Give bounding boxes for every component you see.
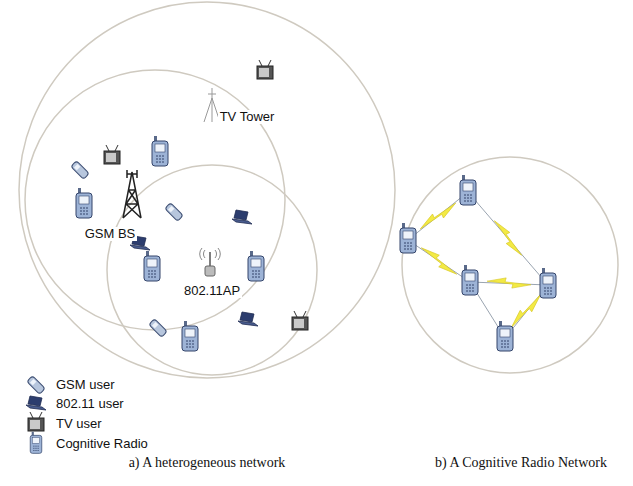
subfigure-caption: a) A heterogeneous network bbox=[129, 455, 286, 471]
cognitive-radio-icon bbox=[462, 265, 478, 295]
tower-label: TV Tower bbox=[218, 110, 277, 125]
gsm-user-icon bbox=[71, 161, 89, 179]
radio-links bbox=[408, 192, 548, 338]
cognitive-radio-icon bbox=[497, 321, 513, 351]
cognitive-radio-icon bbox=[400, 223, 416, 253]
cognitive-radio-icon bbox=[76, 188, 92, 218]
legend-entry: GSM user bbox=[56, 378, 115, 393]
lightning-bolt bbox=[418, 198, 458, 233]
gsm-tower-icon bbox=[123, 170, 141, 218]
tv-user-icon bbox=[257, 60, 273, 79]
legend-entry: TV user bbox=[56, 417, 102, 432]
tv-coverage-circle bbox=[19, 2, 395, 378]
wifi-user-icon bbox=[232, 210, 252, 224]
legend-wifi-sample bbox=[26, 396, 46, 410]
gsm-user-icon bbox=[165, 203, 183, 221]
lightning-bolt bbox=[487, 277, 531, 289]
cr-network-circle bbox=[402, 157, 618, 373]
base-station-label: GSM BS bbox=[83, 227, 138, 242]
legend-entry: Cognitive Radio bbox=[56, 437, 148, 452]
cognitive-radio-icon bbox=[460, 175, 476, 205]
legend-entry: 802.11 user bbox=[56, 397, 124, 412]
gsm-coverage-circle bbox=[25, 70, 285, 330]
cognitive-radio-icon bbox=[144, 251, 160, 281]
lightning-bolt bbox=[490, 218, 526, 258]
cognitive-radio-icon bbox=[540, 268, 556, 298]
gsm-user-icon bbox=[149, 319, 167, 337]
tv-user-icon bbox=[104, 145, 120, 164]
lightning-bolt bbox=[418, 245, 460, 278]
lightning-bolt bbox=[508, 291, 543, 331]
cognitive-radio-icon bbox=[182, 321, 198, 351]
access-point-label: 802.11AP bbox=[182, 284, 242, 299]
cognitive-radio-icon bbox=[152, 136, 168, 166]
subfigure-caption: b) A Cognitive Radio Network bbox=[435, 455, 607, 471]
legend-gsm-sample bbox=[27, 376, 45, 394]
legend-tv-sample bbox=[28, 412, 44, 431]
legend-radio-sample bbox=[30, 432, 42, 454]
tv-user-icon bbox=[292, 311, 308, 330]
access-point-icon bbox=[200, 248, 221, 276]
wifi-user-icon bbox=[238, 312, 258, 326]
cognitive-radio-icon bbox=[248, 251, 264, 281]
wifi-coverage-circle bbox=[107, 165, 317, 375]
